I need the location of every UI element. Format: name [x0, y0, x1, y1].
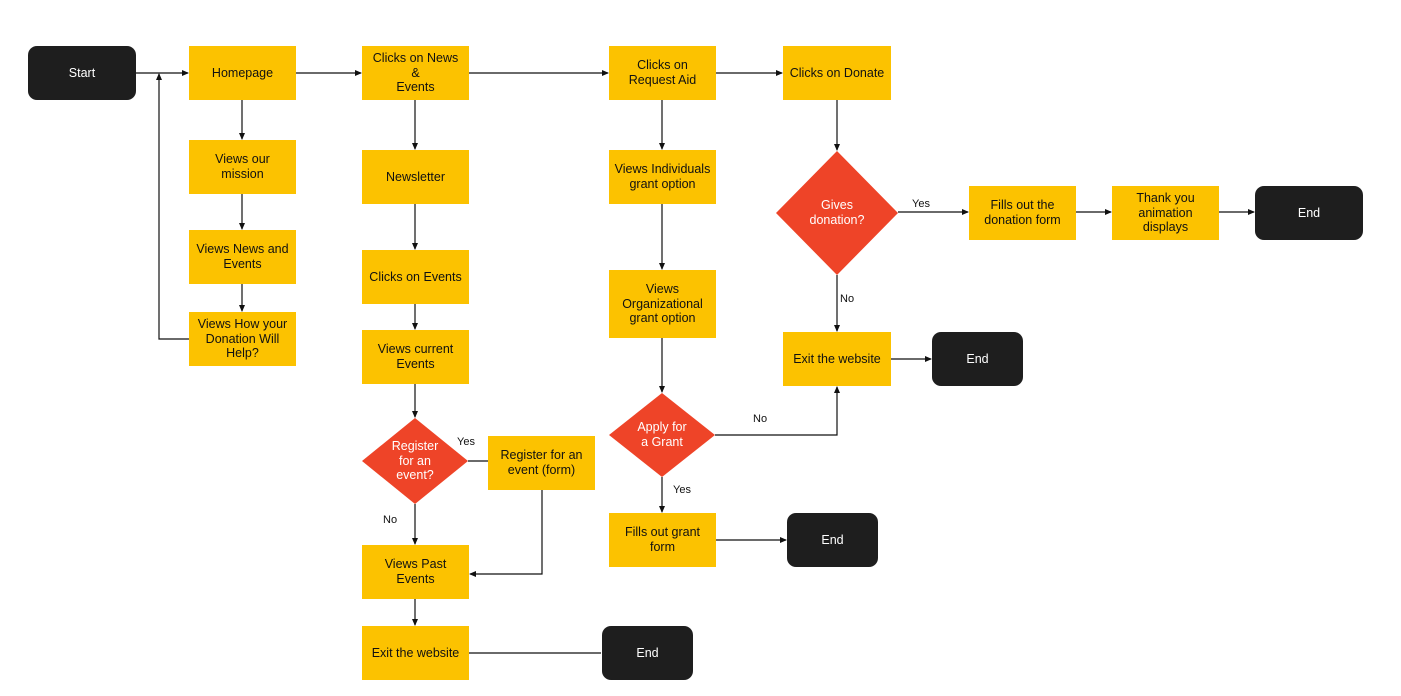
newsletter-step: Newsletter — [362, 150, 469, 204]
apply-no-to-exit-connector — [715, 386, 840, 436]
exit-website-donate-step: Exit the website — [783, 332, 891, 386]
clicks-events-step: Clicks on Events — [362, 250, 469, 304]
register-yes-label: Yes — [457, 436, 475, 448]
register-no-label: No — [383, 514, 398, 526]
clicks-request-aid-step: Clicks on Request Aid — [609, 46, 716, 100]
views-donation-help-step: Views How your Donation Will Help? — [189, 312, 296, 366]
gives-donation-decision-diamond — [776, 151, 898, 275]
register-event-decision-diamond — [362, 418, 468, 504]
donation-no-label: No — [840, 293, 855, 305]
grant-no-label: No — [753, 413, 768, 425]
fills-grant-form-step: Fills out grant form — [609, 513, 716, 567]
apply-grant-decision-diamond — [609, 393, 715, 477]
views-current-events-step: Views current Events — [362, 330, 469, 384]
thank-you-animation-step: Thank you animation displays — [1112, 186, 1219, 240]
end-events-node: End — [602, 626, 693, 680]
end-donation-node: End — [1255, 186, 1363, 240]
apply-grant-decision: Apply for a Grant — [637, 420, 687, 449]
views-individuals-grant-step: Views Individuals grant option — [609, 150, 716, 204]
register-event-decision: Register for an event? — [391, 438, 439, 483]
start-node: Start — [28, 46, 136, 100]
donation-help-loop-connector — [156, 73, 189, 340]
clicks-news-events-step: Clicks on News & Events — [362, 46, 469, 100]
end-grant-node: End — [787, 513, 878, 567]
views-past-events-step: Views Past Events — [362, 545, 469, 599]
end-exit-node: End — [932, 332, 1023, 386]
donation-yes-label: Yes — [912, 198, 930, 210]
grant-yes-label: Yes — [673, 484, 691, 496]
form-to-past-connector — [469, 490, 543, 577]
homepage-step: Homepage — [189, 46, 296, 100]
exit-website-events-step: Exit the website — [362, 626, 469, 680]
gives-donation-decision: Gives donation? — [809, 198, 865, 227]
fills-donation-form-step: Fills out the donation form — [969, 186, 1076, 240]
views-news-events-step: Views News and Events — [189, 230, 296, 284]
clicks-donate-step: Clicks on Donate — [783, 46, 891, 100]
register-event-form-step: Register for an event (form) — [488, 436, 595, 490]
views-mission-step: Views our mission — [189, 140, 296, 194]
views-org-grant-step: Views Organizational grant option — [609, 270, 716, 338]
